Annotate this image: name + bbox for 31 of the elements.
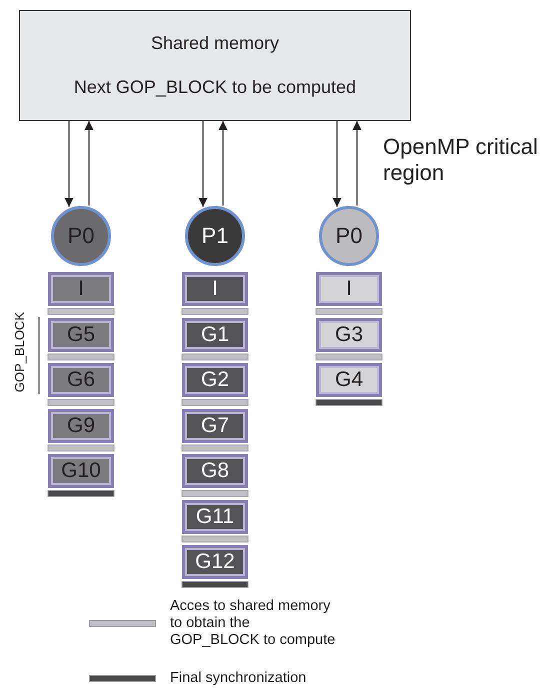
arrow [332,121,342,207]
gop-block: G1 [182,318,248,352]
gop-block: I [316,272,382,306]
processor-circle: P0 [51,206,111,266]
gop-block: G6 [48,363,114,397]
processor-circle: P1 [185,206,245,266]
gop-block: I [48,272,114,306]
memory-text: Next GOP_BLOCK to be computed [74,77,356,98]
gop-block: G11 [182,500,248,534]
gop-block: I [182,272,248,306]
legend-text: Acces to shared memory to obtain the GOP_BLOCK to compute [170,598,336,649]
shared-memory-box [19,10,411,121]
gop-block: G9 [48,408,114,442]
gop-block: G12 [182,545,248,579]
gop-block: G7 [182,408,248,442]
gop-block: G2 [182,363,248,397]
arrow [84,121,94,206]
arrow [64,121,74,207]
memory-text: Shared memory [150,32,280,54]
bracket-label: GOP_BLOCK [12,312,27,392]
processor-circle: P0 [319,206,379,266]
arrow [352,121,362,206]
annotation-text: OpenMP critical region [383,134,539,186]
legend-text: Final synchronization [170,670,308,687]
gop-block: G4 [316,363,382,397]
gop-block: G3 [316,318,382,352]
gop-block: G8 [182,454,248,488]
gop-block: G10 [48,454,114,488]
arrow [198,121,208,207]
gop-block: G5 [48,318,114,352]
arrow [218,121,228,206]
